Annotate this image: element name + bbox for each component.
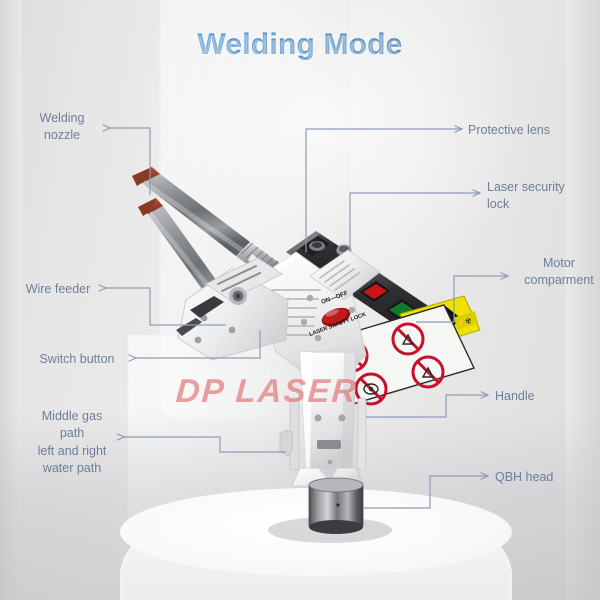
callout-label-welding-nozzle: Welding nozzle: [18, 110, 106, 145]
callout-line: Switch button: [39, 352, 115, 366]
leader-qbh-head: [363, 476, 488, 509]
callout-line: Motor: [543, 256, 575, 270]
green-indicator[interactable]: [386, 299, 416, 320]
no-skin-exposure-icon-1: [391, 322, 425, 356]
welding-nozzle: [132, 167, 250, 256]
callout-line: path: [59, 426, 85, 441]
qbh-head: [291, 467, 365, 534]
callout-line: Protective lens: [468, 123, 550, 137]
page-title: Welding Mode: [0, 28, 600, 62]
callout-label-gas-water-path: Middle gas path left and right water pat…: [22, 408, 122, 477]
callout-label-handle: Handle: [495, 388, 585, 405]
handle-plate: [317, 440, 341, 449]
leader-laser-security-lock: [349, 193, 480, 252]
leader-protective-lens: [305, 129, 462, 252]
callout-line: lock: [487, 197, 510, 212]
callout-line: QBH head: [495, 470, 554, 484]
red-indicator[interactable]: [360, 281, 390, 302]
leader-welding-nozzle: [110, 128, 151, 195]
no-skin-exposure-icon-2: [411, 355, 445, 389]
gas-water-connector: [279, 429, 293, 457]
callout-line: Wire feeder: [25, 282, 91, 296]
callout-label-switch-button: Switch button: [22, 351, 132, 368]
callout-line: Handle: [495, 389, 535, 403]
callout-label-wire-feeder: Wire feeder: [12, 281, 104, 298]
handle: [279, 351, 367, 471]
callout-line: Welding: [39, 111, 85, 125]
laser-safety-lock-button[interactable]: [319, 304, 353, 329]
leader-switch-button: [136, 330, 261, 358]
callout-line: nozzle: [43, 128, 81, 143]
callout-line: comparment: [524, 273, 594, 288]
callout-label-protective-lens: Protective lens: [468, 122, 598, 139]
leader-handle: [366, 395, 488, 418]
callout-label-motor-comparment: Motor comparment: [516, 255, 600, 290]
callout-line: water path: [42, 460, 102, 475]
callout-line: left and right: [37, 443, 107, 458]
callout-line: Laser security: [487, 180, 565, 194]
leader-motor-comparment: [416, 276, 508, 323]
no-eye-exposure-icon-2: [354, 372, 388, 406]
laser-safety-lock-panel: ON—OFF LASER SAFETY LOCK: [300, 290, 367, 342]
callout-label-qbh-head: QBH head: [495, 469, 595, 486]
leader-wire-feeder: [106, 288, 226, 326]
callout-label-laser-security-lock: Laser security lock: [487, 179, 597, 214]
side-vent-panel: [309, 249, 381, 301]
callout-line: Middle gas: [41, 409, 103, 423]
leader-gas-water-path: [124, 437, 286, 453]
